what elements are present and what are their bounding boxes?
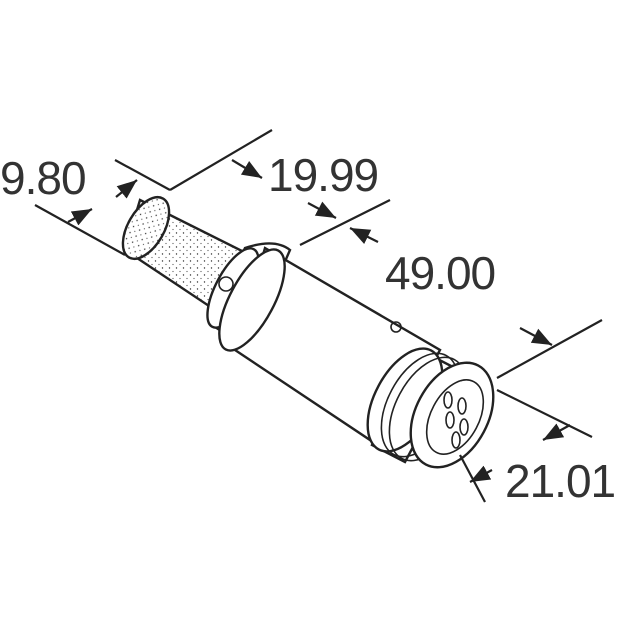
dimension-label-body-diameter: 21.01 (505, 455, 616, 507)
dimension-lines-19-99 (169, 129, 391, 246)
dimension-label-sleeve-diameter: 9.80 (0, 152, 87, 204)
contact-pins (443, 391, 469, 449)
dimension-label-sleeve-length: 19.99 (268, 149, 379, 201)
dimension-lines-21-01 (459, 319, 603, 503)
threaded-front (366, 347, 495, 469)
dimension-lines-9-80 (34, 159, 171, 256)
dimension-label-overall-length: 49.00 (385, 247, 496, 299)
